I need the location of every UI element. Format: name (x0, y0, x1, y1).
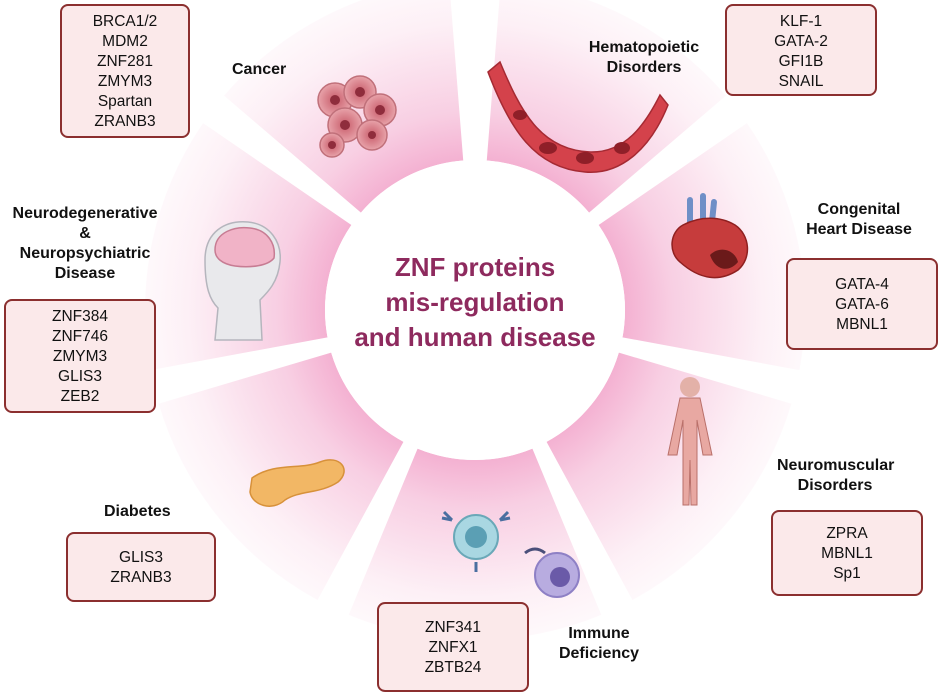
gene-item: ZBTB24 (424, 659, 482, 676)
pancreas-icon (249, 459, 345, 507)
gene-item: ZMYM3 (52, 348, 108, 365)
gene-item: MBNL1 (821, 545, 873, 562)
gene-item: ZPRA (826, 525, 868, 542)
gene-item: KLF-1 (779, 13, 823, 30)
gene-item: ZMYM3 (97, 73, 153, 90)
blood-vessel-icon (487, 60, 669, 173)
gene-item: ZNFX1 (428, 639, 478, 656)
title-line: mis-regulation (385, 287, 565, 317)
heart-icon (671, 193, 749, 279)
gene-item: ZNF281 (97, 53, 153, 70)
gene-item: ZNF341 (425, 619, 481, 636)
gene-item: GATA-2 (774, 33, 828, 50)
center-title: ZNF proteins mis-regulation and human di… (330, 250, 620, 355)
gene-item: ZRANB3 (94, 113, 156, 130)
congenital-heart-label: Congenital Heart Disease (806, 201, 912, 238)
muscular-body-icon (667, 377, 713, 506)
cancer-label: Cancer (232, 61, 287, 78)
gene-item: GLIS3 (58, 368, 102, 385)
neuro-label: Neurodegenerative & Neuropsychiatric Dis… (12, 205, 158, 282)
gene-item: MBNL1 (836, 316, 888, 333)
neuro-gene-box: ZNF384 ZNF746 ZMYM3 GLIS3 ZEB2 (4, 299, 156, 413)
gene-item: ZNF384 (52, 308, 108, 325)
gene-item: BRCA1/2 (92, 13, 158, 30)
gene-item: Spartan (97, 93, 153, 110)
gene-item: ZEB2 (60, 388, 100, 405)
immune-cells-icon (441, 510, 580, 598)
gene-item: ZRANB3 (110, 569, 172, 586)
diabetes-label: Diabetes (104, 503, 171, 520)
gene-item: Sp1 (833, 565, 861, 582)
title-line: ZNF proteins (394, 252, 556, 282)
hematopoietic-gene-box: KLF-1 GATA-2 GFI1B SNAIL (725, 4, 877, 96)
immune-gene-box: ZNF341 ZNFX1 ZBTB24 (377, 602, 529, 692)
center-circle (325, 160, 625, 460)
gene-item: ZNF746 (52, 328, 108, 345)
diabetes-gene-box: GLIS3 ZRANB3 (66, 532, 216, 602)
gene-item: GFI1B (778, 53, 824, 70)
neuromuscular-label: Neuromuscular Disorders (777, 457, 895, 494)
cancer-gene-box: BRCA1/2 MDM2 ZNF281 ZMYM3 Spartan ZRANB3 (60, 4, 190, 138)
gene-item: SNAIL (778, 73, 824, 90)
gene-item: GLIS3 (119, 549, 163, 566)
tumor-cells-icon (317, 75, 397, 158)
title-line: and human disease (354, 322, 596, 352)
brain-head-icon (204, 221, 281, 341)
hematopoietic-label: Hematopoietic Disorders (588, 39, 700, 76)
sector-neuromuscular (546, 352, 792, 601)
gene-item: MDM2 (102, 33, 148, 50)
gene-item: GATA-4 (835, 276, 889, 293)
gene-item: GATA-6 (835, 296, 889, 313)
immune-deficiency-label: Immune Deficiency (558, 625, 640, 662)
neuromuscular-gene-box: ZPRA MBNL1 Sp1 (771, 510, 923, 596)
congenital-heart-gene-box: GATA-4 GATA-6 MBNL1 (786, 258, 938, 350)
